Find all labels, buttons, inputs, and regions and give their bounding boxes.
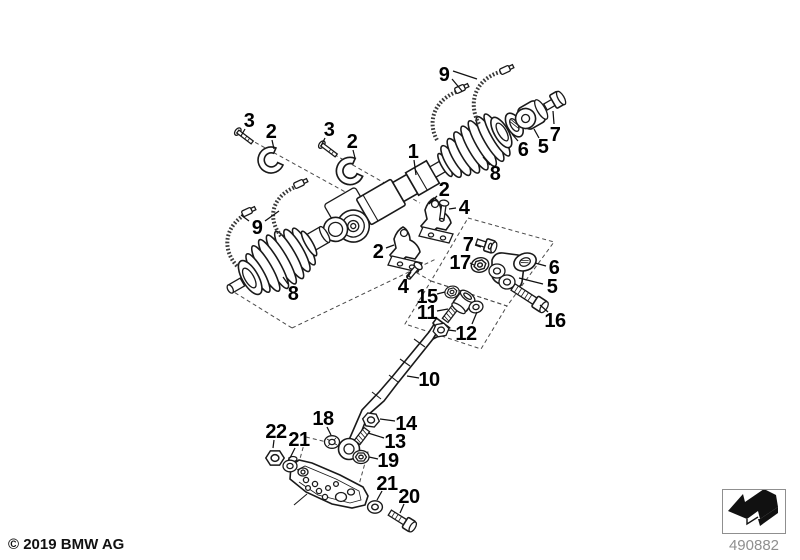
- callout-leader-line: [482, 156, 491, 166]
- sensor-wires-left: [225, 177, 309, 268]
- part-callout-13: 13: [384, 431, 406, 453]
- rack-boot-right: [437, 113, 513, 179]
- part-callout-4: 4: [398, 276, 410, 298]
- part-callout-2: 2: [266, 121, 277, 143]
- part-callout-17: 17: [449, 252, 471, 274]
- callout-leader-line: [320, 137, 326, 147]
- callout-leader-line: [367, 432, 385, 439]
- callout-leader-line: [518, 277, 544, 285]
- callout-leader-line: [451, 78, 463, 92]
- callout-leader-line: [368, 456, 379, 460]
- part-callout-21: 21: [288, 429, 310, 451]
- callout-leader-line: [272, 439, 275, 449]
- callout-leader-line: [399, 503, 405, 514]
- part-callout-14: 14: [395, 413, 418, 435]
- callout-leader-line: [385, 244, 395, 249]
- callout-leader-line: [534, 262, 547, 267]
- part-callout-2: 2: [439, 179, 450, 201]
- bolt-20: [387, 509, 418, 533]
- part-callout-10: 10: [418, 369, 440, 391]
- part-callout-19: 19: [377, 450, 399, 472]
- part-callout-3: 3: [324, 119, 335, 141]
- callout-leader-line: [271, 139, 275, 150]
- part-callout-8: 8: [288, 283, 299, 305]
- part-callout-5: 5: [547, 276, 558, 298]
- image-number: 490882: [728, 537, 780, 554]
- part-direction-arrow-icon: [728, 490, 778, 526]
- callout-leader-line: [471, 311, 478, 325]
- drag-link-assembly: [323, 283, 485, 465]
- callout-leader-line: [436, 291, 446, 295]
- part-callout-2: 2: [347, 131, 358, 153]
- callout-leader-line: [447, 329, 457, 332]
- part-callout-18: 18: [312, 408, 334, 430]
- steering-arm-bracket: [286, 455, 369, 509]
- bolt-3-right: [316, 139, 340, 160]
- callout-leader-line: [452, 70, 478, 80]
- washer-18: [323, 435, 341, 449]
- part-callout-3: 3: [244, 110, 255, 132]
- part-callout-7: 7: [463, 234, 474, 256]
- callout-leader-line: [406, 271, 412, 279]
- bolt-4-lower: [405, 261, 423, 280]
- thrust-ring-lower: [513, 252, 537, 272]
- part-callout-16: 16: [544, 310, 566, 332]
- rack-boot-left: [237, 227, 318, 296]
- bolt-7-top: [542, 90, 567, 111]
- part-callout-22: 22: [265, 421, 287, 443]
- nut-19: [352, 449, 370, 465]
- callout-leader-line: [533, 128, 540, 139]
- callout-leader-line: [552, 110, 555, 125]
- callout-leader-line: [539, 304, 549, 313]
- callout-leader-line: [406, 375, 420, 379]
- callout-leader-line: [436, 308, 449, 312]
- sensor-wires-right: [430, 63, 515, 141]
- part-callout-6: 6: [518, 139, 529, 161]
- rack-left-tip: [226, 277, 246, 294]
- universal-joint-top: [514, 99, 549, 130]
- nut-22: [265, 450, 285, 466]
- callout-leader-line: [352, 149, 356, 159]
- part-callout-5: 5: [538, 136, 549, 158]
- washer-21-left: [282, 459, 298, 473]
- steering-rack-assembly: [226, 90, 567, 296]
- callout-leader-line: [428, 195, 438, 205]
- callout-leader-line: [264, 210, 280, 222]
- part-callout-7: 7: [550, 124, 561, 146]
- clamp-upper-left: [257, 146, 285, 174]
- part-callout-9: 9: [439, 64, 450, 86]
- bolt-4-upper: [438, 199, 450, 222]
- callout-leader-line: [413, 159, 417, 176]
- callout-leader-line: [326, 426, 332, 436]
- part-callout-1: 1: [408, 141, 419, 163]
- callout-leader-line: [289, 447, 296, 459]
- callout-leader-line: [469, 262, 475, 266]
- part-callout-20: 20: [398, 486, 420, 508]
- tie-rod-end-11: [451, 289, 476, 315]
- copyright-text: © 2019 BMW AG: [8, 536, 125, 553]
- callout-leader-line: [511, 133, 519, 142]
- callout-leader-line: [240, 128, 246, 137]
- callout-leader-line: [379, 418, 396, 422]
- callout-leader-line: [376, 490, 383, 501]
- callout-leader-line: [282, 276, 289, 285]
- callout-leader-line: [448, 207, 457, 210]
- part-callout-9: 9: [252, 217, 263, 239]
- part-callout-4: 4: [459, 197, 471, 219]
- thumbnail-arrow-box[interactable]: [722, 489, 786, 534]
- part-callout-21: 21: [376, 473, 398, 495]
- part-callout-6: 6: [549, 257, 560, 279]
- callout-leader-line: [240, 214, 250, 222]
- bolt-7-lower: [475, 238, 498, 254]
- clamp-upper-right: [335, 156, 364, 186]
- part-callout-2: 2: [373, 241, 384, 263]
- washer-21-right: [366, 500, 384, 514]
- part-callout-8: 8: [490, 163, 501, 185]
- part-callout-11: 11: [417, 302, 438, 324]
- part-callout-15: 15: [416, 286, 438, 308]
- part-callout-12: 12: [455, 323, 477, 345]
- callout-leader-line: [474, 244, 482, 248]
